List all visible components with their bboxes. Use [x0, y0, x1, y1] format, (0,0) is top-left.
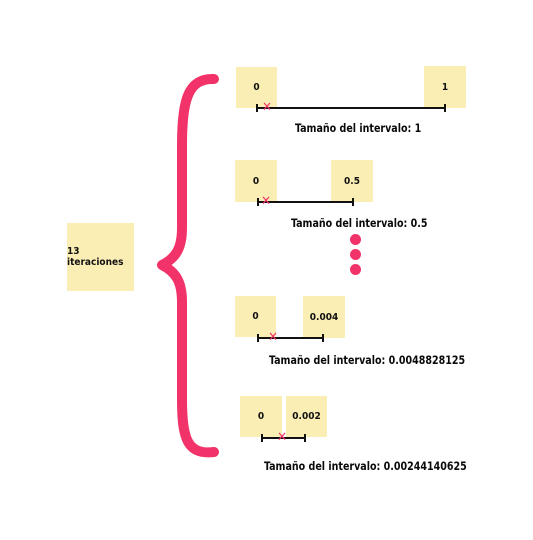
iterations-label: 13 iteraciones	[67, 246, 124, 268]
interval-start-note: 0	[235, 160, 277, 202]
interval-line	[262, 437, 305, 439]
interval-end-note: 0.5	[331, 160, 373, 202]
interval-line	[258, 201, 353, 203]
x-marker-icon: ✕	[262, 100, 272, 115]
interval-line	[257, 107, 445, 109]
interval-start-note: 0	[235, 296, 276, 337]
interval-start-label: 0	[252, 175, 260, 187]
interval-start-label: 0	[253, 82, 260, 93]
interval-end-note: 0.004	[303, 296, 345, 338]
x-marker-icon: ✕	[268, 330, 278, 345]
interval-size-caption: Tamaño del intervalo: 0.0048828125	[269, 353, 466, 367]
interval-right-tick	[444, 104, 446, 112]
x-marker-icon: ✕	[277, 430, 287, 445]
interval-end-label: 0.5	[344, 175, 360, 187]
interval-left-tick	[256, 104, 258, 112]
interval-line	[258, 337, 323, 339]
interval-size-caption: Tamaño del intervalo: 0.5	[291, 216, 428, 230]
interval-left-tick	[257, 334, 259, 342]
interval-left-tick	[257, 198, 259, 206]
interval-start-label: 0	[257, 411, 265, 422]
interval-start-note: 0	[240, 396, 282, 437]
ellipsis-dot	[350, 234, 361, 245]
interval-end-label: 1	[441, 81, 449, 93]
interval-right-tick	[352, 198, 354, 206]
interval-start-note: 0	[236, 67, 277, 108]
x-marker-icon: ✕	[261, 194, 271, 209]
interval-end-note: 0.002	[286, 396, 327, 437]
interval-size-caption: Tamaño del intervalo: 1	[295, 121, 422, 135]
interval-right-tick	[304, 434, 306, 442]
interval-size-caption: Tamaño del intervalo: 0.00244140625	[264, 459, 467, 473]
iterations-note: 13 iteraciones	[67, 223, 134, 291]
interval-left-tick	[261, 434, 263, 442]
ellipsis-dot	[350, 264, 361, 275]
interval-end-note: 1	[424, 66, 466, 108]
interval-end-label: 0.004	[309, 311, 339, 323]
interval-end-label: 0.002	[292, 411, 321, 422]
ellipsis-dot	[350, 249, 361, 260]
interval-right-tick	[322, 334, 324, 342]
interval-start-label: 0	[252, 311, 259, 322]
